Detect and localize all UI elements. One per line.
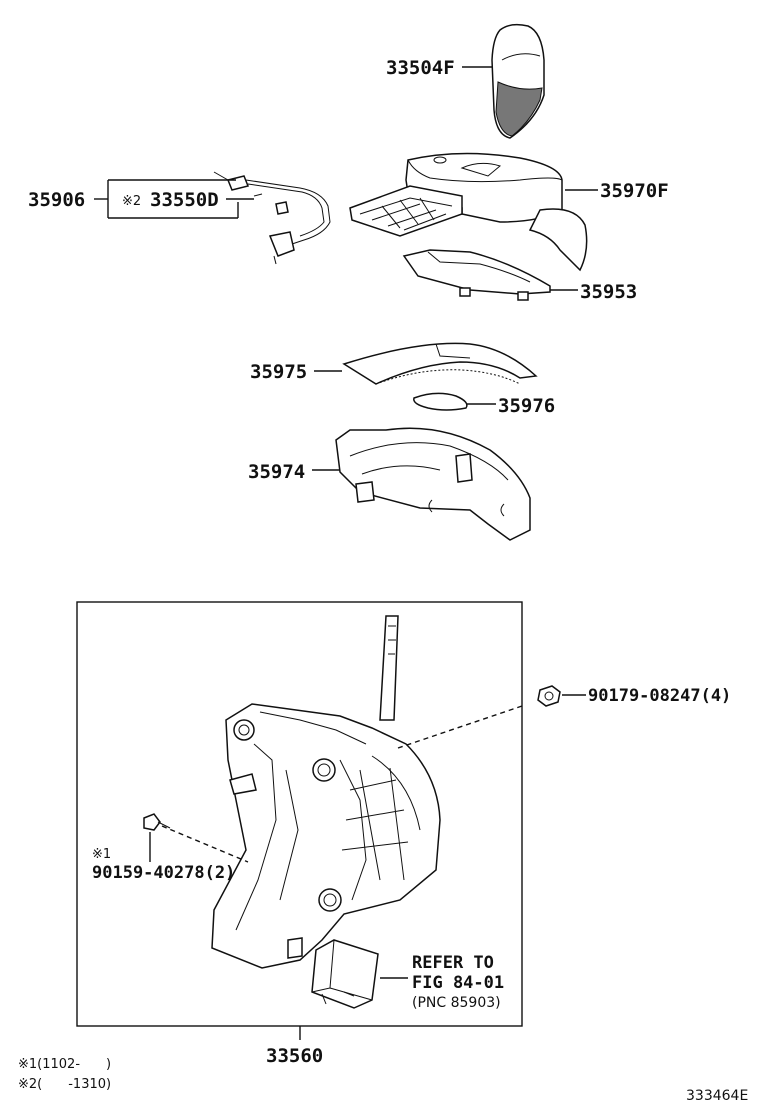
marker-note-1: ※1 bbox=[92, 847, 111, 862]
label-33560: 33560 bbox=[266, 1045, 323, 1067]
label-35974: 35974 bbox=[248, 461, 305, 483]
label-bolt: 90159-40278(2) bbox=[92, 863, 235, 883]
slide-plate-drawing bbox=[342, 342, 538, 385]
diagram-code: 333464E bbox=[686, 1088, 748, 1104]
label-35976: 35976 bbox=[498, 395, 555, 417]
cover-plate-drawing bbox=[402, 249, 551, 301]
label-nut: 90179-08247(4) bbox=[588, 686, 731, 706]
footnote-2: ※2( -1310) bbox=[18, 1077, 111, 1092]
bolt-drawing bbox=[143, 813, 171, 831]
label-35970F: 35970F bbox=[600, 180, 669, 202]
base-plate-drawing bbox=[335, 427, 531, 541]
indicator-housing-drawing bbox=[349, 152, 588, 272]
shift-knob-drawing bbox=[491, 23, 545, 139]
refer-line-1: REFER TO bbox=[412, 953, 494, 973]
refer-line-2: FIG 84-01 bbox=[412, 973, 504, 993]
refer-line-3: (PNC 85903) bbox=[412, 995, 501, 1011]
label-35906: 35906 bbox=[28, 189, 85, 211]
shift-lever-assembly-drawing bbox=[211, 615, 441, 1009]
label-33550D: 33550D bbox=[150, 189, 219, 211]
label-33504F: 33504F bbox=[386, 57, 455, 79]
footnote-1: ※1(1102- ) bbox=[18, 1057, 111, 1072]
nut-drawing bbox=[537, 685, 561, 707]
small-plate-drawing bbox=[413, 392, 468, 411]
cable-drawing bbox=[213, 171, 331, 265]
label-35953: 35953 bbox=[580, 281, 637, 303]
marker-note-2: ※2 bbox=[122, 194, 141, 209]
label-35975: 35975 bbox=[250, 361, 307, 383]
